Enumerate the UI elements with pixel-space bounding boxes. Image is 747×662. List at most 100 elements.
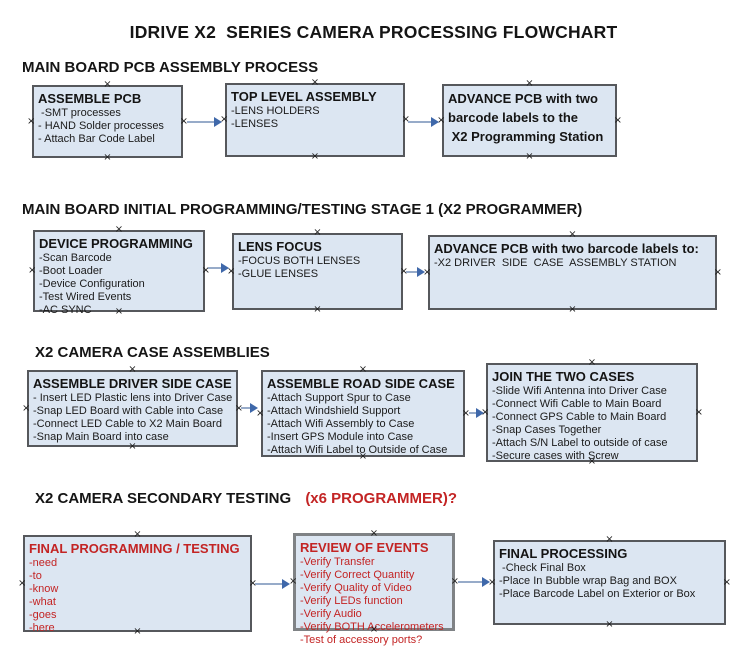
box-join-the-two-cases[interactable]: JOIN THE TWO CASES -Slide Wifi Antenna i…: [481, 358, 703, 467]
box-item: -Verify Quality of Video: [300, 582, 412, 594]
box-device-programming[interactable]: DEVICE PROGRAMMING -Scan Barcode-Boot Lo…: [28, 225, 210, 317]
box-item: -Scan Barcode: [39, 252, 112, 264]
connector-handle-top-icon: ×: [587, 357, 597, 368]
box-items: -Attach Support Spur to Case-Attach Wind…: [267, 392, 459, 457]
box-item: -LENS HOLDERS: [231, 105, 320, 117]
box-items: -SMT processes- HAND Solder processes- A…: [38, 107, 177, 146]
box-item: -Connect LED Cable to X2 Main Board: [33, 418, 222, 430]
box-title: ASSEMBLE PCB: [38, 91, 142, 106]
connector-handle-top-icon: ×: [133, 529, 142, 540]
page-title: IDRIVE X2 SERIES CAMERA PROCESSING FLOWC…: [129, 22, 618, 42]
connector-handle-top-icon: ×: [568, 229, 577, 240]
arrow-head-icon: [250, 402, 258, 413]
box-item: -Snap LED Board with Cable into Case: [33, 405, 224, 417]
section-heading-text: X2 CAMERA SECONDARY TESTING: [35, 490, 296, 507]
box-item: -Connect Wifi Cable to Main Board: [492, 398, 662, 410]
box-items: -need-to-know-what-goes-here: [29, 557, 246, 635]
connector-handle-bottom-icon: ×: [568, 304, 577, 315]
arrow-line: [458, 580, 482, 583]
box-title: FINAL PROCESSING: [499, 546, 628, 561]
flow-arrow: [469, 407, 484, 418]
box-assemble-road-side-case[interactable]: ASSEMBLE ROAD SIDE CASE -Attach Support …: [256, 365, 470, 462]
connector-handle-bottom-icon: ×: [103, 152, 112, 163]
box-item: -Device Configuration: [39, 278, 145, 290]
arrow-line: [208, 266, 221, 269]
box-item: -Attach Windshield Support: [267, 405, 401, 417]
box-advance-to-case-assembly-station[interactable]: ADVANCE PCB with two barcode labels to: …: [423, 230, 722, 315]
arrow-head-icon: [214, 116, 222, 127]
box-lens-focus[interactable]: LENS FOCUS -FOCUS BOTH LENSES-GLUE LENSE…: [227, 228, 408, 315]
connector-handle-left-icon: ×: [27, 115, 36, 127]
box-item: -Place In Bubble wrap Bag and BOX: [499, 575, 677, 587]
box-final-processing[interactable]: FINAL PROCESSING -Check Final Box-Place …: [488, 535, 731, 630]
box-item: -Verify BOTH Accelerometers: [300, 621, 444, 633]
box-item: -Verify Audio: [300, 608, 362, 620]
connector-handle-bottom-icon: ×: [310, 151, 320, 162]
box-item: -LENSES: [231, 118, 279, 130]
box-items: -Check Final Box-Place In Bubble wrap Ba…: [499, 562, 720, 601]
connector-handle-top-icon: ×: [310, 77, 320, 88]
box-items: -LENS HOLDERS-LENSES: [231, 105, 399, 131]
box-item: -Verify Transfer: [300, 556, 375, 568]
box-items: -Slide Wifi Antenna into Driver Case-Con…: [492, 385, 692, 463]
box-item: -GLUE LENSES: [238, 268, 319, 280]
box-title: ADVANCE PCB with two: [448, 91, 598, 106]
box-item: -Attach Wifi Assembly to Case: [267, 418, 415, 430]
box-title: FINAL PROGRAMMING / TESTING: [29, 541, 240, 556]
box-item: X2 Programming Station: [448, 129, 604, 144]
arrow-head-icon: [431, 116, 439, 127]
connector-handle-bottom-icon: ×: [605, 619, 614, 630]
box-item: barcode labels to the: [448, 110, 579, 125]
connector-handle-top-icon: ×: [525, 78, 534, 89]
box-final-programming-testing[interactable]: FINAL PROGRAMMING / TESTING -need-to-kno…: [18, 530, 257, 637]
box-item: -SMT processes: [38, 107, 121, 119]
arrow-head-icon: [476, 407, 484, 418]
connector-handle-left-icon: ×: [289, 576, 298, 587]
flow-arrow: [255, 578, 290, 589]
box-title: ASSEMBLE ROAD SIDE CASE: [267, 376, 455, 391]
connector-handle-top-icon: ×: [313, 227, 322, 238]
connector-handle-top-icon: ×: [605, 534, 614, 545]
box-item: - HAND Solder processes: [38, 120, 164, 132]
box-assemble-pcb[interactable]: ASSEMBLE PCB -SMT processes- HAND Solder…: [27, 80, 188, 163]
flow-arrow: [408, 116, 439, 127]
box-item: -Attach S/N Label to outside of case: [492, 437, 668, 449]
box-item: - Attach Bar Code Label: [38, 133, 155, 145]
box-item: -Verify Correct Quantity: [300, 569, 415, 581]
flow-arrow: [187, 116, 222, 127]
box-items: barcode labels to the X2 Programming Sta…: [448, 108, 611, 146]
box-title: REVIEW OF EVENTS: [300, 540, 429, 555]
connector-handle-bottom-icon: ×: [313, 304, 322, 315]
connector-handle-left-icon: ×: [22, 402, 31, 414]
box-top-level-assembly[interactable]: TOP LEVEL ASSEMBLY -LENS HOLDERS-LENSES …: [220, 78, 410, 162]
connector-handle-left-icon: ×: [28, 265, 37, 276]
box-item: -Test Wired Events: [39, 291, 132, 303]
box-item: -Test of accessory ports?: [300, 634, 423, 646]
connector-handle-right-icon: ×: [713, 266, 722, 278]
box-items: -FOCUS BOTH LENSES-GLUE LENSES: [238, 255, 397, 281]
box-item: -X2 DRIVER SIDE CASE ASSEMBLY STATION: [434, 257, 677, 269]
connector-handle-right-icon: ×: [694, 406, 703, 418]
arrow-line: [255, 582, 282, 585]
box-assemble-driver-side-case[interactable]: ASSEMBLE DRIVER SIDE CASE - Insert LED P…: [22, 365, 243, 452]
section-heading-secondary-testing: X2 CAMERA SECONDARY TESTING (x6 PROGRAMM…: [35, 490, 457, 507]
box-title: ASSEMBLE DRIVER SIDE CASE: [33, 376, 232, 391]
box-item: -Secure cases with Screw: [492, 450, 619, 462]
box-item: -need: [29, 557, 58, 569]
arrow-line: [241, 406, 250, 409]
connector-handle-right-icon: ×: [722, 576, 731, 588]
box-item: -Slide Wifi Antenna into Driver Case: [492, 385, 667, 397]
box-title: LENS FOCUS: [238, 239, 322, 254]
flow-arrow: [406, 266, 425, 277]
box-advance-to-programming-station[interactable]: ADVANCE PCB with two barcode labels to t…: [437, 79, 622, 162]
flow-arrow: [458, 576, 490, 587]
box-item: - Insert LED Plastic lens into Driver Ca…: [33, 392, 233, 404]
box-item: -AC SYNC: [39, 304, 92, 316]
box-item: -Snap Main Board into case: [33, 431, 169, 443]
box-item: -Attach Support Spur to Case: [267, 392, 411, 404]
connector-handle-bottom-icon: ×: [525, 151, 534, 162]
box-review-of-events[interactable]: REVIEW OF EVENTS -Verify Transfer-Verify…: [289, 529, 459, 647]
arrow-line: [406, 270, 417, 273]
connector-handle-top-icon: ×: [369, 528, 379, 539]
